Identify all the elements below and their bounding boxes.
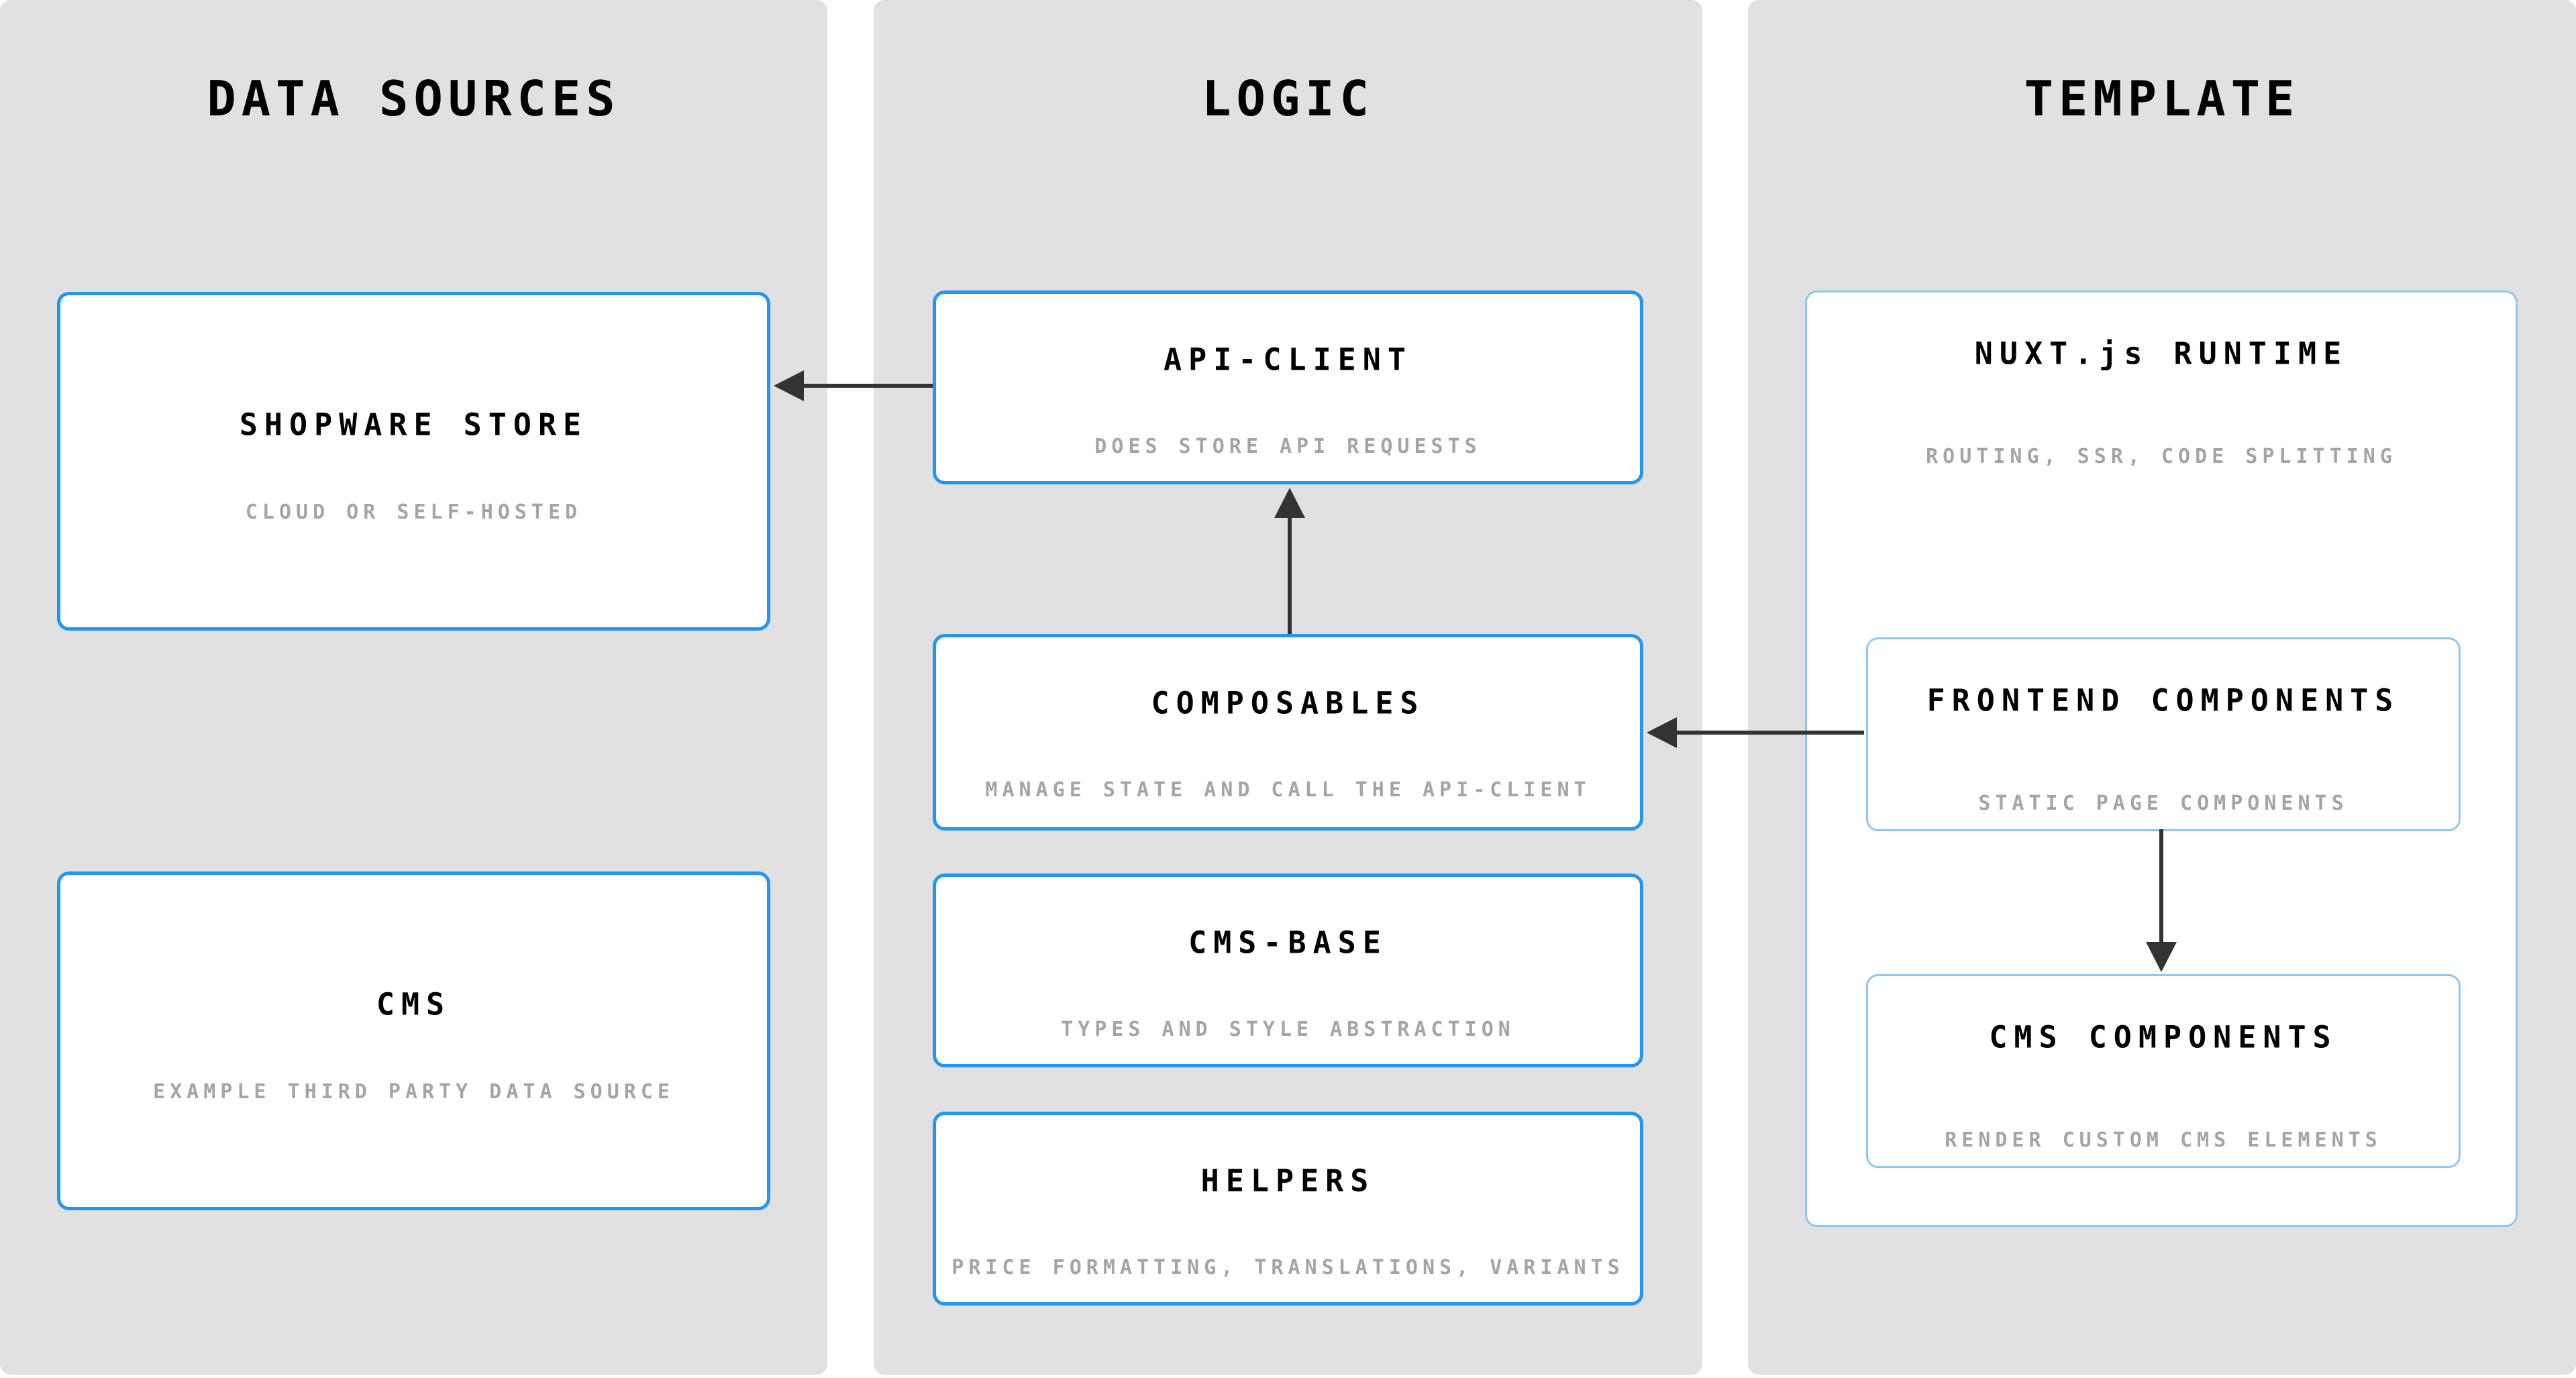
- arrow-api-client-to-shopware-store-shaft: [803, 384, 933, 388]
- box-title-helpers: HELPERS: [1200, 1163, 1376, 1199]
- box-helpers: HELPERS PRICE FORMATTING, TRANSLATIONS, …: [933, 1112, 1643, 1306]
- box-title-cms-components: CMS COMPONENTS: [1989, 1019, 2338, 1055]
- box-nuxt-js-runtime: NUXT.js RUNTIME ROUTING, SSR, CODE SPLIT…: [1805, 290, 2518, 1227]
- box-composables: COMPOSABLES MANAGE STATE AND CALL THE AP…: [933, 634, 1643, 831]
- box-title-frontend-components: FRONTEND COMPONENTS: [1926, 682, 2400, 719]
- arrow-frontend-components-to-cms-components-head-icon: [2146, 942, 2177, 972]
- arrow-composables-to-api-client-head-icon: [1274, 488, 1305, 518]
- box-title-api-client: API-CLIENT: [1164, 341, 1412, 378]
- column-data-sources: DATA SOURCES SHOPWARE STORE CLOUD OR SEL…: [0, 0, 827, 1375]
- box-shopware-store: SHOPWARE STORE CLOUD OR SELF-HOSTED: [57, 292, 770, 631]
- box-api-client: API-CLIENT DOES STORE API REQUESTS: [933, 290, 1643, 484]
- box-subtitle-cms: EXAMPLE THIRD PARTY DATA SOURCE: [153, 1080, 674, 1104]
- box-subtitle-shopware-store: CLOUD OR SELF-HOSTED: [245, 500, 582, 524]
- box-cms-base: CMS-BASE TYPES AND STYLE ABSTRACTION: [933, 873, 1643, 1067]
- arrow-frontend-components-to-composables-shaft: [1676, 731, 1864, 735]
- arrow-api-client-to-shopware-store-head-icon: [774, 370, 804, 401]
- column-heading-logic: LOGIC: [1202, 70, 1374, 127]
- box-cms-components: CMS COMPONENTS RENDER CUSTOM CMS ELEMENT…: [1866, 974, 2461, 1168]
- box-subtitle-frontend-components: STATIC PAGE COMPONENTS: [1978, 792, 2349, 815]
- box-subtitle-api-client: DOES STORE API REQUESTS: [1094, 435, 1482, 458]
- column-template: TEMPLATE NUXT.js RUNTIME ROUTING, SSR, C…: [1748, 0, 2576, 1375]
- box-title-cms-base: CMS-BASE: [1188, 924, 1388, 961]
- arrow-frontend-components-to-composables-head-icon: [1647, 717, 1677, 748]
- box-subtitle-cms-components: RENDER CUSTOM CMS ELEMENTS: [1945, 1128, 2382, 1152]
- column-logic: LOGIC API-CLIENT DOES STORE API REQUESTS…: [874, 0, 1702, 1375]
- box-cms: CMS EXAMPLE THIRD PARTY DATA SOURCE: [57, 871, 770, 1210]
- box-frontend-components: FRONTEND COMPONENTS STATIC PAGE COMPONEN…: [1866, 637, 2461, 831]
- arrow-frontend-components-to-cms-components-shaft: [2159, 829, 2163, 943]
- box-subtitle-helpers: PRICE FORMATTING, TRANSLATIONS, VARIANTS: [951, 1256, 1625, 1279]
- column-heading-data-sources: DATA SOURCES: [207, 70, 621, 127]
- arrow-composables-to-api-client-shaft: [1288, 515, 1292, 634]
- box-title-composables: COMPOSABLES: [1151, 685, 1425, 721]
- column-heading-template: TEMPLATE: [2024, 70, 2300, 127]
- box-subtitle-nuxt-js-runtime: ROUTING, SSR, CODE SPLITTING: [1926, 445, 2397, 468]
- box-title-cms: CMS: [376, 986, 452, 1022]
- box-subtitle-cms-base: TYPES AND STYLE ABSTRACTION: [1061, 1018, 1515, 1041]
- box-title-nuxt-js-runtime: NUXT.js RUNTIME: [1974, 335, 2349, 372]
- box-subtitle-composables: MANAGE STATE AND CALL THE API-CLIENT: [985, 778, 1591, 802]
- box-title-shopware-store: SHOPWARE STORE: [239, 407, 588, 443]
